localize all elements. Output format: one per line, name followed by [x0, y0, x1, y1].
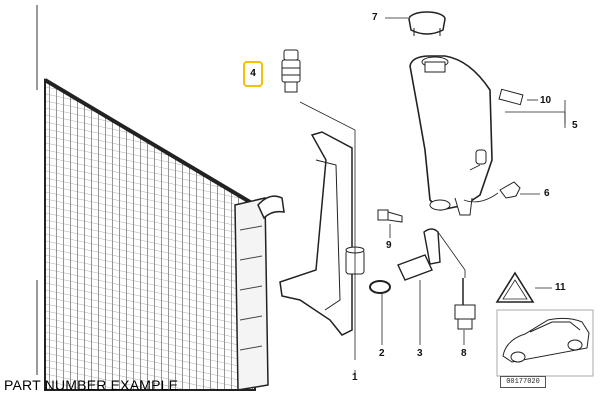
callout-9[interactable]: 9 [386, 240, 392, 251]
callout-7[interactable]: 7 [372, 12, 378, 23]
part-5-expansion-tank [409, 55, 493, 216]
car-silhouette-icon [496, 309, 594, 377]
part-6-clip [499, 181, 521, 199]
part-7-cap [408, 11, 446, 36]
part-3-fitting [397, 228, 441, 281]
radiator [43, 78, 285, 391]
part-8-sensor [454, 278, 476, 330]
part-2-washer [369, 280, 391, 294]
callout-5[interactable]: 5 [572, 120, 578, 131]
callout-3[interactable]: 3 [417, 348, 423, 359]
callout-11[interactable]: 11 [555, 282, 566, 293]
callout-6[interactable]: 6 [544, 188, 550, 199]
callout-8[interactable]: 8 [461, 348, 467, 359]
part-10-clip [498, 88, 524, 106]
callout-1[interactable]: 1 [352, 372, 358, 383]
part-1-bracket [279, 131, 365, 336]
catalog-code: 00177020 [500, 376, 546, 388]
part-9-screw [377, 209, 403, 223]
part-4-plug [281, 49, 301, 93]
part-11-warning-label [495, 271, 535, 303]
highlighted-callout-4[interactable]: 4 [243, 61, 263, 87]
leader-lines [299, 17, 566, 380]
callout-10[interactable]: 10 [540, 95, 552, 106]
caption-text: PART NUMBER EXAMPLE [4, 377, 179, 393]
callout-2[interactable]: 2 [379, 348, 385, 359]
